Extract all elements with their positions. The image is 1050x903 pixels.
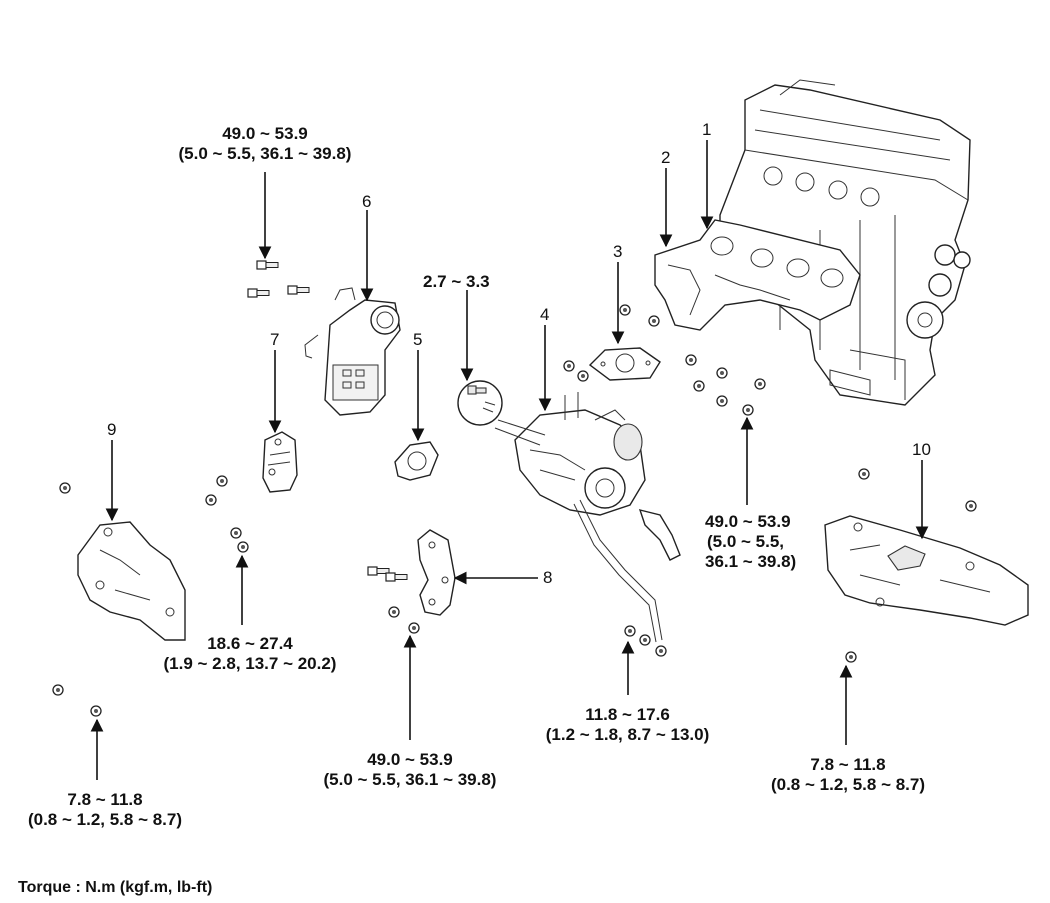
callout-9: 9: [107, 420, 117, 439]
callout-6: 6: [362, 192, 372, 211]
gasket-icon: [588, 347, 661, 381]
callout-1: 1: [702, 120, 712, 139]
torque-unit-note: Torque : N.m (kgf.m, lb-ft): [18, 879, 213, 896]
exhaust-manifold-icon: [654, 219, 861, 331]
torque-label-stud: 2.7 ~ 3.3: [423, 272, 490, 291]
engine-block-icon: [719, 79, 971, 406]
torque-label-converter-bolts: 49.0 ~ 53.9 (5.0 ~ 5.5, 36.1 ~ 39.8): [178, 124, 352, 163]
bracket-icon: [417, 529, 456, 616]
leader-lines: [90, 140, 929, 780]
catalytic-converter-icon: [304, 287, 401, 416]
stud-detail-icon: [457, 380, 546, 446]
callout-8: 8: [543, 568, 553, 587]
callout-2: 2: [661, 148, 671, 167]
heat-shield-icon: [77, 521, 186, 641]
callout-4: 4: [540, 305, 550, 324]
torque-label-shield-right: 7.8 ~ 11.8 (0.8 ~ 1.2, 5.8 ~ 8.7): [770, 755, 926, 794]
heat-shield-icon: [824, 515, 1029, 626]
torque-label-shield-left: 7.8 ~ 11.8 (0.8 ~ 1.2, 5.8 ~ 8.7): [27, 790, 183, 829]
torque-label-bracket-bolts: 49.0 ~ 53.9 (5.0 ~ 5.5, 36.1 ~ 39.8): [323, 750, 497, 789]
torque-label-oil-pipe: 11.8 ~ 17.6 (1.2 ~ 1.8, 8.7 ~ 13.0): [545, 705, 710, 744]
heat-shield-icon: [262, 431, 298, 493]
callout-3: 3: [613, 242, 623, 261]
callout-10: 10: [912, 440, 931, 459]
turbocharger-icon: [514, 392, 681, 643]
callout-7: 7: [270, 330, 280, 349]
gasket-icon: [394, 441, 439, 481]
callout-5: 5: [413, 330, 423, 349]
torque-label-protector-bolts: 18.6 ~ 27.4 (1.9 ~ 2.8, 13.7 ~ 20.2): [163, 634, 337, 673]
torque-label-manifold-nuts: 49.0 ~ 53.9 (5.0 ~ 5.5, 36.1 ~ 39.8): [705, 512, 797, 571]
